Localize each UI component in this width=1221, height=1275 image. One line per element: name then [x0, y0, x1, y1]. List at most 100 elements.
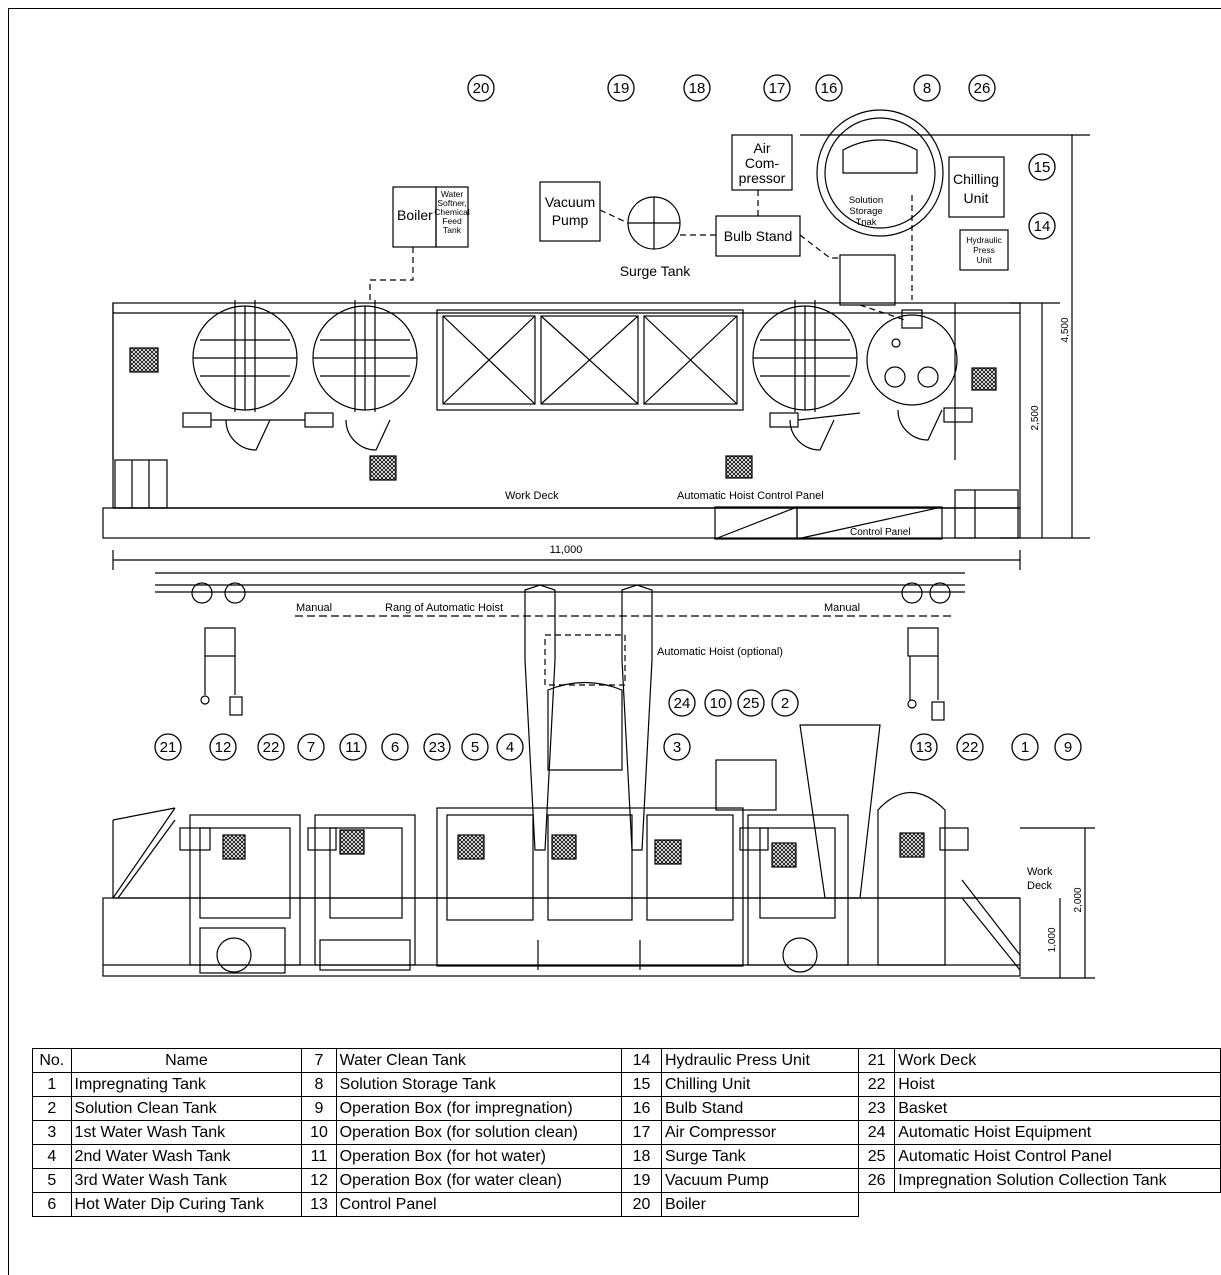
callout-number: 17	[769, 80, 786, 97]
manual-right-label: Manual	[824, 602, 860, 614]
callout-number: 23	[429, 739, 446, 756]
callout-circle	[297, 733, 325, 761]
callout-circle	[956, 733, 984, 761]
callout-circle	[154, 733, 182, 761]
callout-circle	[763, 74, 791, 102]
legend-cell-name: Basket	[894, 1096, 1221, 1121]
callout-number: 2	[781, 695, 789, 712]
callout-number: 13	[916, 739, 933, 756]
work-deck-side-label-2: Deck	[1027, 880, 1053, 892]
rang-of-hoist-label: Rang of Automatic Hoist	[385, 602, 503, 614]
legend-cell-name: Work Deck	[894, 1048, 1221, 1073]
legend-cell-no: 2	[32, 1096, 72, 1121]
legend-cell-name: Bulb Stand	[660, 1096, 860, 1121]
legend-cell-name: Chilling Unit	[660, 1072, 860, 1097]
legend-cell-name: Solution Clean Tank	[70, 1096, 303, 1121]
legend-cell-name: Operation Box (for hot water)	[335, 1144, 623, 1169]
legend-cell-no: 4	[32, 1144, 72, 1169]
legend-cell-no: 10	[301, 1120, 337, 1145]
elev-wash-tanks	[436, 807, 744, 967]
work-deck-side-label-1: Work	[1027, 866, 1053, 878]
dimension-2000: 2,000	[1073, 887, 1084, 912]
right-hoist	[901, 582, 951, 721]
callout-number: 3	[673, 739, 681, 756]
callout-circle	[381, 733, 409, 761]
legend-cell-no: 8	[301, 1072, 337, 1097]
legend-cell-name: Automatic Hoist Control Panel	[894, 1144, 1221, 1169]
callout-number: 8	[923, 80, 931, 97]
hydraulic-press-label-3: Unit	[976, 255, 992, 265]
chilling-unit-label-2: Unit	[964, 190, 989, 206]
legend-cell-name: Water Clean Tank	[335, 1048, 623, 1073]
callout-number: 10	[710, 695, 727, 712]
callout-number: 1	[1021, 739, 1029, 756]
page-frame	[8, 8, 1221, 1275]
legend-header-name: Name	[70, 1048, 303, 1073]
callout-circle	[737, 689, 765, 717]
callout-number: 11	[345, 739, 361, 756]
legend-cell-no: 18	[621, 1144, 662, 1169]
callout-number: 5	[471, 739, 479, 756]
callout-circle	[683, 74, 711, 102]
auto-hoist-control-panel-label: Automatic Hoist Control Panel	[677, 490, 824, 502]
callout-number: 9	[1064, 739, 1072, 756]
callout-number: 16	[821, 80, 838, 97]
plan-tank-7	[192, 300, 298, 412]
callout-number: 6	[391, 739, 399, 756]
legend-cell-no: 19	[621, 1168, 662, 1193]
manual-left-label: Manual	[296, 602, 332, 614]
legend-cell-name: Solution Storage Tank	[335, 1072, 623, 1097]
legend-cell-no: 11	[301, 1144, 337, 1169]
plan-tank-2	[752, 300, 858, 412]
elev-tank-6	[314, 814, 416, 966]
legend-cell-name: Hoist	[894, 1072, 1221, 1097]
legend-cell-name: Hot Water Dip Curing Tank	[70, 1192, 303, 1217]
callout-number: 4	[506, 739, 514, 756]
legend-cell-name: Control Panel	[335, 1192, 623, 1217]
elev-tank-2	[747, 814, 849, 966]
legend-empty-cell	[858, 1192, 895, 1217]
callout-number: 26	[974, 80, 991, 97]
legend-cell-name: Air Compressor	[660, 1120, 860, 1145]
plan-wash-tanks	[436, 309, 744, 411]
equipment-layout-drawing: 2019181716826151424102522112227116235431…	[102, 74, 1095, 979]
air-compressor-box	[731, 134, 793, 191]
plan-tank-6	[312, 300, 418, 412]
callout-number: 18	[689, 80, 706, 97]
solution-storage-label-1: Solution	[849, 195, 883, 206]
air-compressor-label-2: Com-	[745, 155, 780, 171]
legend-cell-no: 5	[32, 1168, 72, 1193]
legend-cell-no: 17	[621, 1120, 662, 1145]
water-softner-label-3: Chemical	[434, 207, 470, 217]
callout-number: 21	[160, 739, 177, 756]
legend-cell-name: Vacuum Pump	[660, 1168, 860, 1193]
callout-number: 7	[307, 739, 315, 756]
callout-circle	[1011, 733, 1039, 761]
dimension-11000: 11,000	[550, 544, 583, 556]
callout-number: 22	[263, 739, 280, 756]
legend-cell-name: 1st Water Wash Tank	[70, 1120, 303, 1145]
legend-cell-name: 2nd Water Wash Tank	[70, 1144, 303, 1169]
left-hoist	[191, 582, 246, 716]
water-softner-label-4: Feed	[442, 216, 462, 226]
callout-number: 15	[1034, 159, 1051, 176]
surge-tank-label: Surge Tank	[620, 263, 692, 279]
vacuum-pump-label-2: Pump	[552, 212, 589, 228]
callout-circle	[423, 733, 451, 761]
callout-circle	[663, 733, 691, 761]
vacuum-pump-label-1: Vacuum	[545, 194, 595, 210]
elevation-base	[102, 897, 1021, 977]
dimension-2500: 2,500	[1030, 405, 1041, 430]
legend-cell-no: 24	[858, 1120, 896, 1145]
bulb-stand-label: Bulb Stand	[724, 228, 793, 244]
work-deck-label: Work Deck	[505, 490, 559, 502]
air-compressor-label-1: Air	[753, 140, 770, 156]
water-softner-label-2: Softner,	[437, 198, 466, 208]
callout-number: 19	[613, 80, 630, 97]
legend-cell-no: 15	[621, 1072, 662, 1097]
